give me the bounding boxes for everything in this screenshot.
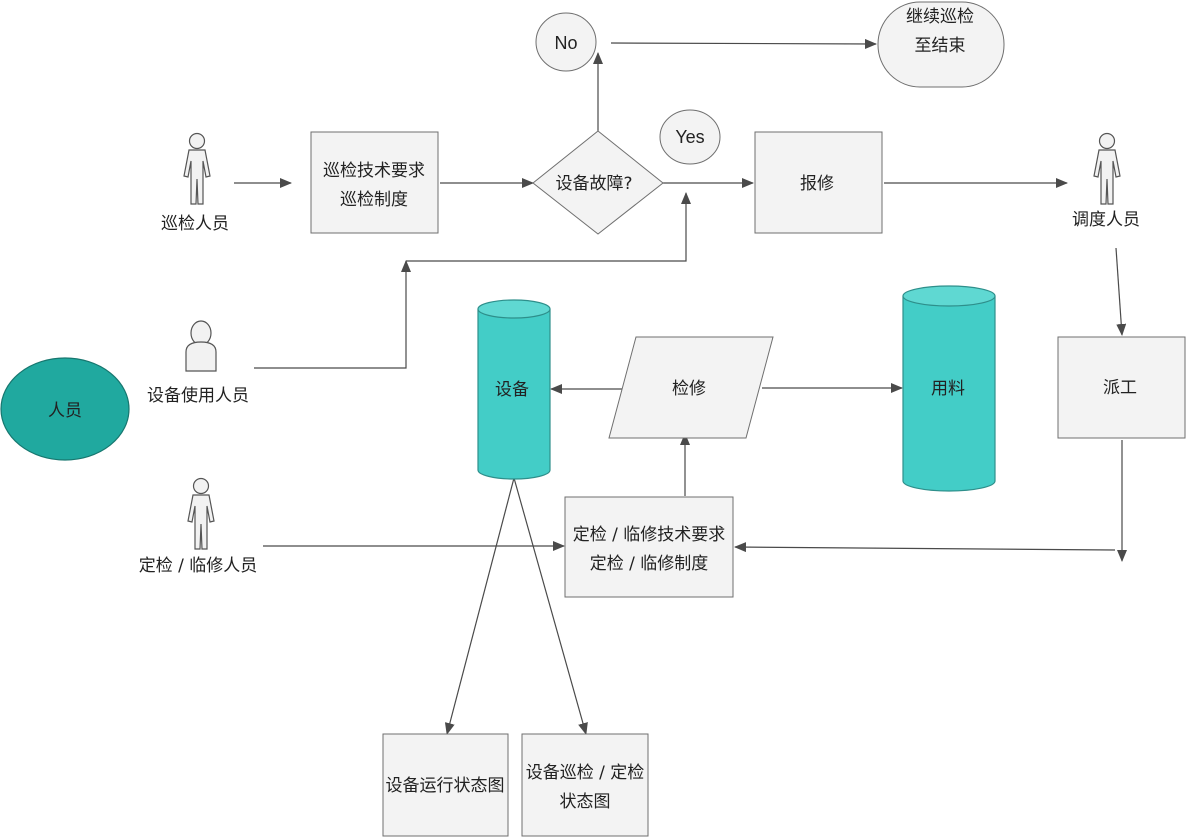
fault-label: 设备故障? — [555, 174, 632, 194]
material-label: 用料 — [931, 379, 965, 399]
user-bust-icon — [185, 320, 217, 372]
continue-label-1: 继续巡检 — [906, 7, 974, 27]
run-status-label: 设备运行状态图 — [386, 776, 505, 796]
repair-report-box: 报修 — [754, 131, 883, 234]
device-user-figure: 设备使用人员 — [147, 320, 249, 406]
arrow-no-to-continue — [610, 38, 877, 49]
person-icon — [183, 132, 211, 205]
inspect-req-box: 定检 / 临修技术要求 定检 / 临修制度 — [564, 496, 734, 598]
equipment-label: 设备 — [495, 380, 529, 400]
patrol-staff-figure: 巡检人员 — [161, 132, 229, 234]
patrol-req-box: 巡检技术要求 巡检制度 — [310, 131, 439, 234]
arrow-user-to-fault — [406, 192, 691, 262]
personnel-label: 人员 — [48, 401, 82, 421]
run-status-box: 设备运行状态图 — [382, 733, 509, 837]
patrol-staff-label: 巡检人员 — [161, 214, 229, 234]
inspect-staff-label: 定检 / 临修人员 — [139, 556, 258, 576]
arrow-equipment-to-run-status — [444, 477, 515, 735]
no-node: No — [535, 12, 597, 72]
arrow-equipment-to-inspect-status — [513, 477, 588, 735]
dispatcher-figure: 调度人员 — [1072, 132, 1140, 230]
continue-label-2: 至结束 — [915, 36, 966, 56]
maintenance-node: 检修 — [608, 336, 774, 439]
arrow-dispatch-to-inspect-req — [734, 542, 1116, 553]
yes-node: Yes — [659, 109, 721, 165]
inspect-status-label-1: 设备巡检 / 定检 — [526, 763, 645, 783]
inspect-staff-figure: 定检 / 临修人员 — [139, 477, 258, 576]
person-icon — [187, 477, 215, 550]
device-user-label: 设备使用人员 — [147, 385, 249, 406]
arrow-dispatcher-to-dispatch — [1115, 247, 1127, 336]
patrol-req-label-1: 巡检技术要求 — [323, 161, 425, 181]
dispatch-label: 派工 — [1103, 378, 1137, 398]
personnel-legend: 人员 — [0, 357, 130, 461]
connectors — [234, 38, 1127, 735]
inspect-req-label-1: 定检 / 临修技术要求 — [573, 525, 726, 545]
inspect-status-label-2: 状态图 — [560, 792, 611, 812]
inspect-req-label-2: 定检 / 临修制度 — [590, 554, 709, 574]
person-icon — [1093, 132, 1121, 205]
arrow-user-up — [254, 260, 411, 369]
repair-report-label: 报修 — [800, 174, 834, 194]
inspect-status-box: 设备巡检 / 定检 状态图 — [521, 733, 649, 837]
yes-label: Yes — [675, 127, 704, 147]
fault-decision: 设备故障? — [532, 130, 664, 235]
material-cylinder: 用料 — [902, 285, 996, 492]
continue-node: 继续巡检 至结束 — [877, 1, 1005, 88]
maintenance-label: 检修 — [672, 379, 706, 399]
patrol-req-label-2: 巡检制度 — [340, 190, 408, 210]
dispatch-box: 派工 — [1057, 336, 1186, 439]
no-label: No — [554, 33, 577, 53]
dispatcher-label: 调度人员 — [1072, 210, 1140, 230]
equipment-cylinder: 设备 — [477, 299, 551, 480]
